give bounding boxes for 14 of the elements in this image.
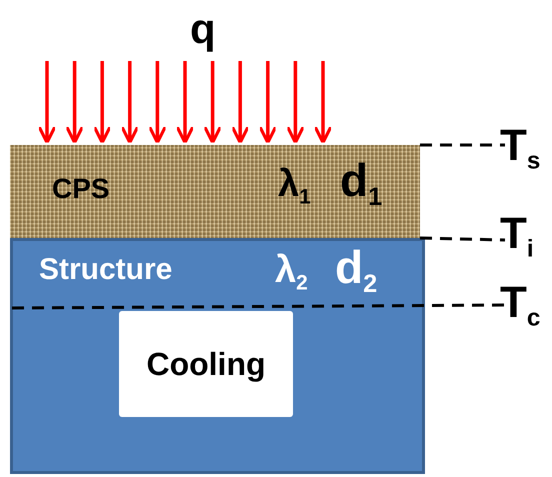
cooling-box: [119, 311, 293, 417]
layer-label: Structure: [39, 255, 172, 285]
conductivity-symbol: λ$_{1}$: [278, 165, 311, 208]
conductivity-symbol: λ$_{2}$: [275, 251, 308, 294]
thickness-symbol: d$_{2}$: [335, 244, 378, 298]
temperature-label: T$_{i}$: [500, 212, 534, 262]
thickness-symbol: d$_{1}$: [340, 157, 382, 210]
structure-layer: [10, 238, 425, 474]
temperature-label: T$_{s}$: [500, 124, 540, 174]
cps-layer: [10, 145, 420, 240]
cooling-label: Cooling: [146, 348, 266, 380]
heat-flux-label: q: [190, 8, 216, 50]
layer-label: CPS: [52, 175, 110, 203]
temperature-label: T$_{c}$: [500, 281, 540, 331]
